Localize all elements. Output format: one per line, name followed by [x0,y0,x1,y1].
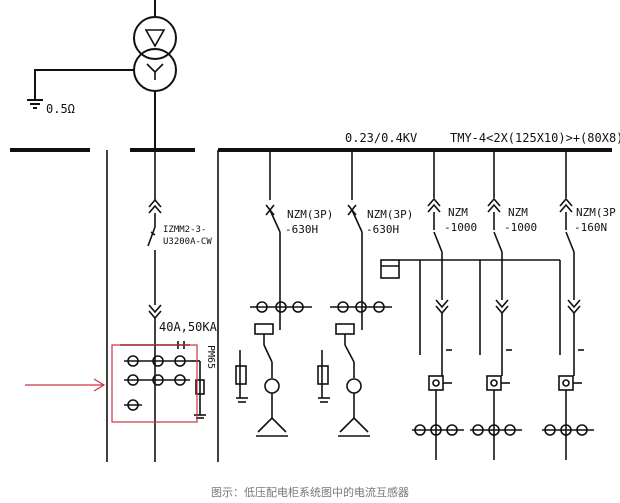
feeder-3 [412,150,464,460]
feeder-4 [470,150,522,460]
bus-voltage-label: 0.23/0.4KV [345,131,417,145]
feeder-5-label-2: -160N [574,221,607,234]
feeder-3-label-2: -1000 [444,221,477,234]
current-transformer-group [120,341,206,419]
ground-resistance-label: 0.5Ω [46,102,75,116]
feeder-1-label-2: -630H [285,223,318,236]
meter-model-label: PM65 [205,345,216,369]
highlight-arrow [25,378,106,392]
feeder-5-label-1: NZM(3P [576,206,616,219]
ct-highlight-box [111,344,198,423]
control-box [380,259,561,355]
feeder-5 [542,150,594,460]
figure-caption: 图示：低压配电柜系统图中的电流互感器 [211,486,409,499]
main-breaker-label-1: IZMM2-3- [163,225,206,235]
feeder-3-label-1: NZM [448,206,468,219]
feeder-4-label-2: -1000 [504,221,537,234]
busbar-spec-label: TMY-4<2X(125X10)>+(80X8) [450,131,620,145]
ct-rating-label: 40A,50KA [159,320,218,334]
feeder-1-label-1: NZM(3P) [287,208,333,221]
transformer-symbol [133,0,177,152]
feeder-2 [317,150,392,437]
feeder-2-label-2: -630H [366,223,399,236]
feeder-2-label-1: NZM(3P) [367,208,413,221]
feeder-4-label-1: NZM [508,206,528,219]
main-breaker-label-2: U3200A-CW [163,237,212,247]
feeder-1 [235,150,312,437]
main-breaker [147,152,162,462]
ground-connection [27,69,134,109]
